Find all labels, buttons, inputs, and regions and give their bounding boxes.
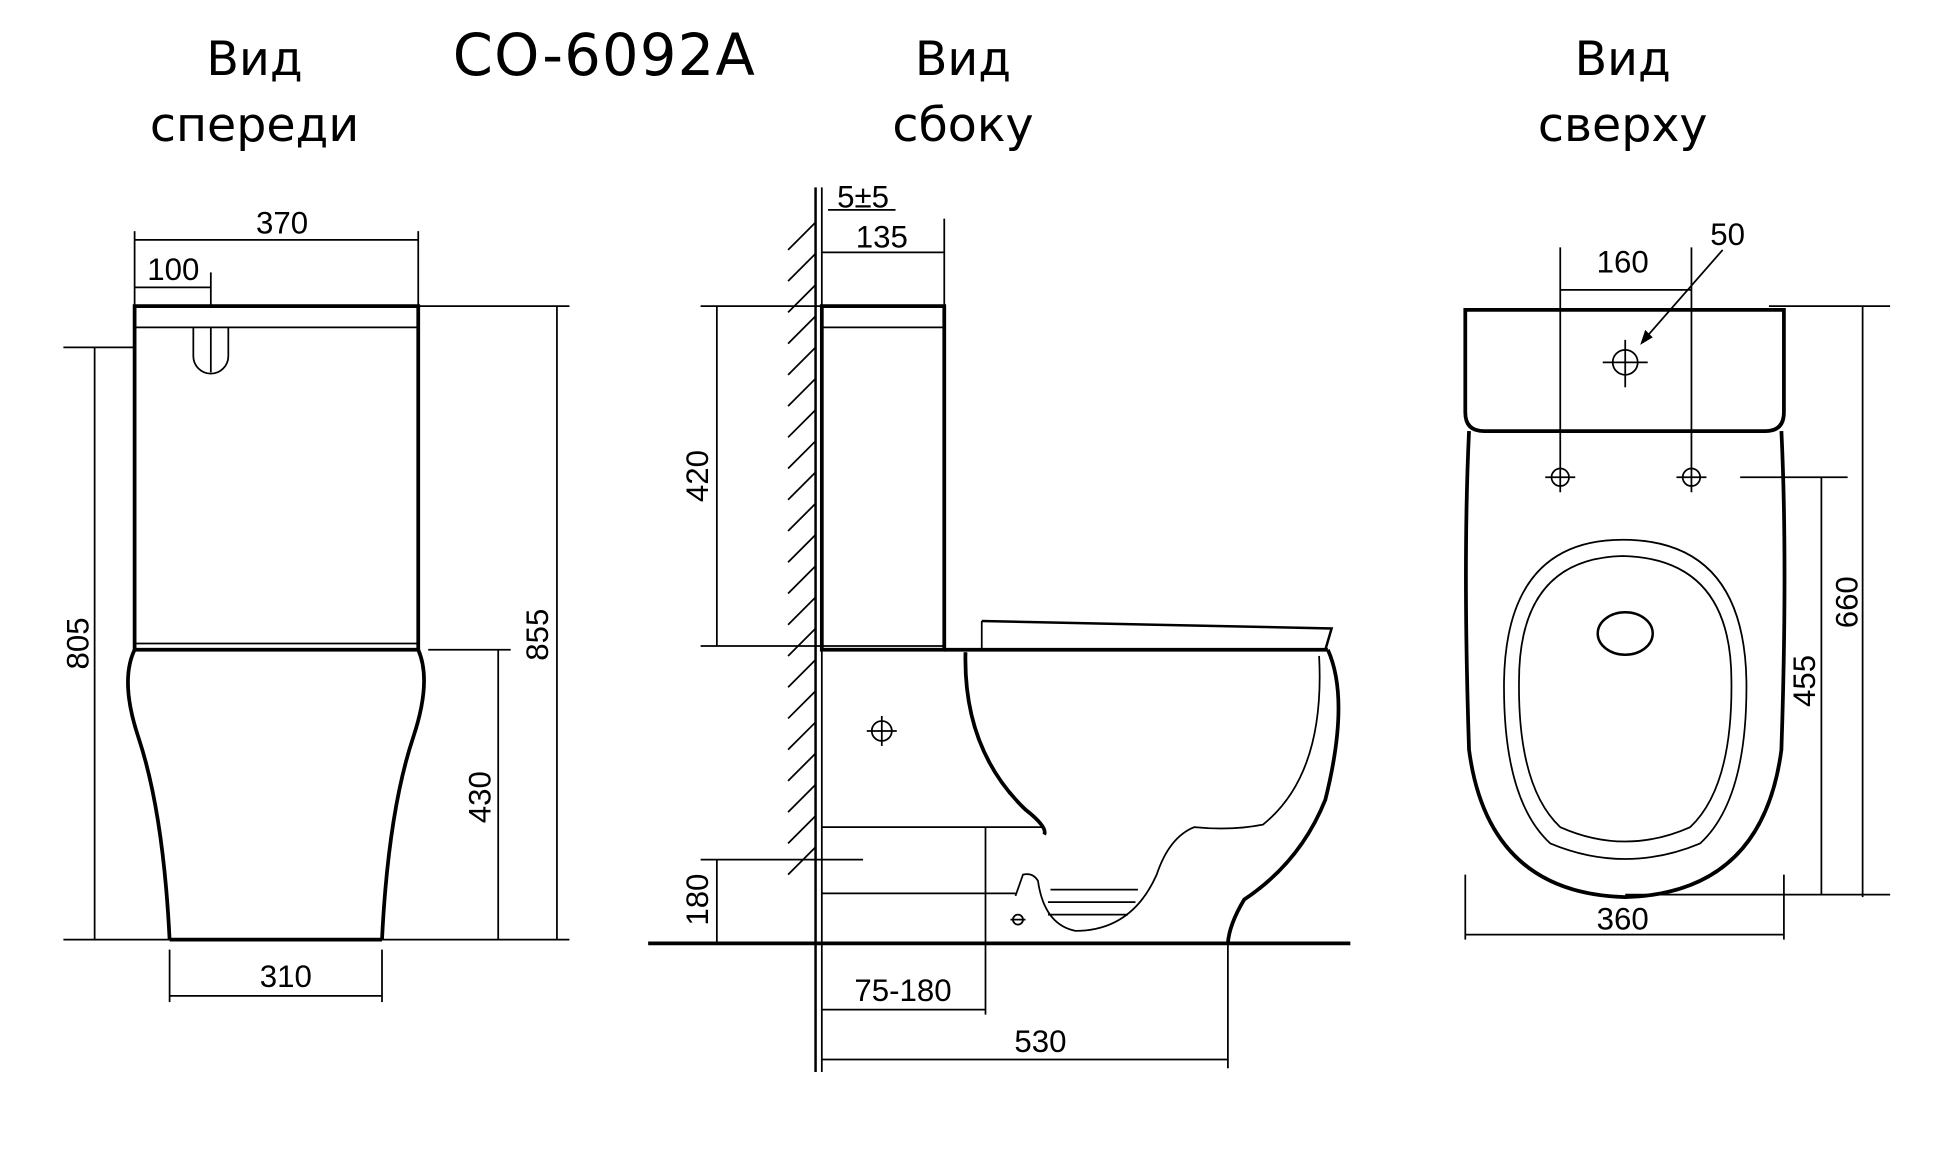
dim-180: 180 — [680, 874, 715, 926]
side-view-title: Вид сбоку — [892, 32, 1033, 153]
dim-370: 370 — [256, 206, 308, 241]
dim-430: 430 — [463, 771, 498, 823]
drain-hole — [1596, 610, 1654, 656]
dim-530: 530 — [1014, 1024, 1066, 1059]
dim-5-5: 5±5 — [837, 179, 889, 214]
dim-455: 455 — [1787, 655, 1822, 707]
top-view-title-line1: Вид — [1575, 32, 1671, 87]
crosshair-icon — [1545, 339, 1707, 487]
dim-660: 660 — [1830, 576, 1865, 628]
dim-135: 135 — [856, 219, 908, 254]
front-view-title-line1: Вид — [206, 32, 302, 87]
dim-420: 420 — [680, 450, 715, 502]
top-view-title: Вид сверху — [1538, 32, 1708, 153]
dim-310: 310 — [260, 959, 312, 994]
front-view-title: Вид спереди — [150, 32, 359, 153]
dim-805: 805 — [60, 617, 95, 669]
crosshair-icon — [866, 715, 1026, 926]
top-view-title-line2: сверху — [1538, 98, 1708, 153]
front-view-title-line2: спереди — [150, 98, 359, 153]
side-view-title-line2: сбоку — [892, 98, 1033, 153]
model-number: CO-6092A — [453, 22, 756, 89]
front-view-drawing: 370 100 805 855 430 310 — [60, 206, 570, 1003]
side-view-title-line1: Вид — [915, 32, 1011, 87]
dim-855: 855 — [520, 609, 555, 661]
flush-button-icon — [192, 327, 230, 375]
dim-360: 360 — [1597, 902, 1649, 937]
top-view-drawing: 160 50 660 455 360 — [1463, 217, 1891, 940]
wall-hatching — [787, 221, 817, 876]
dim-50: 50 — [1710, 217, 1745, 252]
dim-100: 100 — [147, 252, 199, 287]
dim-160: 160 — [1597, 244, 1649, 279]
dim-75-180: 75-180 — [854, 973, 951, 1008]
side-view-drawing: 5±5 135 420 180 75-180 530 — [648, 179, 1351, 1073]
